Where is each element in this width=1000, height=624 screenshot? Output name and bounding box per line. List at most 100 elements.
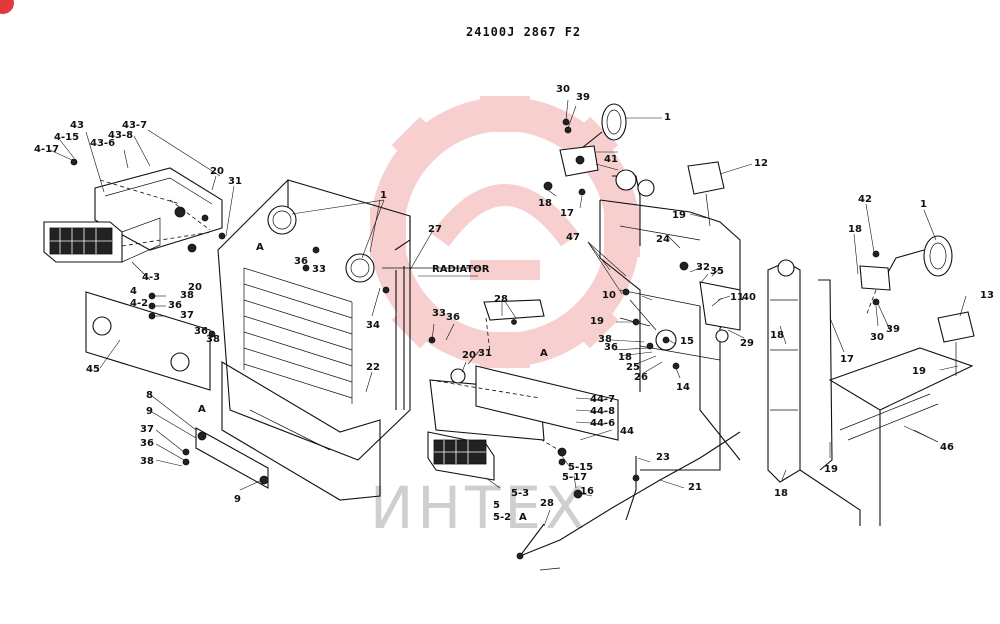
callout: 17 [840, 354, 854, 365]
callout: 16 [580, 486, 594, 497]
wire-harness [516, 431, 741, 571]
callout: 11 [730, 292, 744, 303]
callout: 18 [848, 224, 862, 235]
callout: 4 [130, 286, 137, 297]
callout: 18 [774, 488, 788, 499]
callout: 38 [180, 290, 194, 301]
callout: 37 [180, 310, 194, 321]
callout: 27 [428, 224, 442, 235]
callout: 36 [604, 342, 618, 353]
callout: 18 [538, 198, 552, 209]
callout: 19 [672, 210, 686, 221]
callout: 4-2 [130, 298, 148, 309]
callout: 15 [680, 336, 694, 347]
callout: 34 [366, 320, 380, 331]
callout: 20 [210, 166, 224, 177]
callout: 38 [598, 334, 612, 345]
callout: 18 [770, 330, 784, 341]
callout: 33 [312, 264, 326, 275]
callout: 31 [228, 176, 242, 187]
callout: 19 [912, 366, 926, 377]
callout: 8 [146, 390, 153, 401]
callout: 4-17 [34, 144, 59, 155]
callout: 31 [478, 348, 492, 359]
callout: 28 [540, 498, 554, 509]
rear-lamp-right-assembly [427, 299, 619, 499]
callout: 43-7 [122, 120, 147, 131]
callout: 39 [886, 324, 900, 335]
callout: 5-3 [511, 488, 529, 499]
work-lamp-upper [543, 103, 627, 196]
callout: 41 [604, 154, 618, 165]
callout: 21 [688, 482, 702, 493]
callout: 1 [920, 199, 927, 210]
callout: 36 [194, 326, 208, 337]
callout: 47 [566, 232, 580, 243]
callout: 32 [696, 262, 710, 273]
callout: 43-8 [108, 130, 133, 141]
callout: 40 [742, 292, 756, 303]
callout: 44-7 [590, 394, 615, 405]
callout: 35 [710, 266, 724, 277]
callout: 38 [206, 334, 220, 345]
callout: 20 [188, 282, 202, 293]
work-lamp-right [859, 235, 953, 306]
callout-numbers: 1 1 1 4 4-2 4-3 4-15 4-17 5 5-2 5-3 5-15… [34, 84, 994, 523]
callout: 38 [140, 456, 154, 467]
callout: 5-15 [568, 462, 593, 473]
callout: 4-15 [54, 132, 79, 143]
callout: 44-8 [590, 406, 615, 417]
callout: 12 [754, 158, 768, 169]
callout: 22 [366, 362, 380, 373]
assembly-lines [99, 179, 877, 453]
leader-lines [49, 99, 967, 527]
callout: 10 [602, 290, 616, 301]
callout: 19 [824, 464, 838, 475]
callout: 17 [560, 208, 574, 219]
callout: 37 [140, 424, 154, 435]
section-marker-a: A [256, 242, 264, 253]
callout: 9 [146, 406, 153, 417]
callout: 13 [980, 290, 994, 301]
callout: 44 [620, 426, 634, 437]
rear-lamp-left-assembly [43, 158, 269, 489]
callout: 5-17 [562, 472, 587, 483]
callout: 30 [870, 332, 884, 343]
rear-work-lamps [687, 161, 975, 376]
callout: 45 [86, 364, 100, 375]
watermark-text: ИНТЕХ [370, 474, 589, 542]
callout: 25 [626, 362, 640, 373]
callout: 39 [576, 92, 590, 103]
callout: 20 [462, 350, 476, 361]
callout: 28 [494, 294, 508, 305]
callout: 36 [446, 312, 460, 323]
callout: 4-3 [142, 272, 160, 283]
callout: 1 [380, 190, 387, 201]
corner-badge [0, 0, 14, 14]
section-marker-a: A [540, 348, 548, 359]
frame-and-mast [599, 169, 974, 526]
callout: 5-2 [493, 512, 511, 523]
callout: 14 [676, 382, 690, 393]
callout: 19 [590, 316, 604, 327]
callout: 36 [140, 438, 154, 449]
callout: 46 [940, 442, 954, 453]
radiator-housing [217, 179, 480, 501]
section-marker-a: A [519, 512, 527, 523]
callout: 24 [656, 234, 670, 245]
drawing-code: 24100J 2867 F2 [466, 25, 581, 39]
callout: 18 [618, 352, 632, 363]
radiator-label: RADIATOR [432, 264, 490, 275]
callout: 33 [432, 308, 446, 319]
callout: 9 [234, 494, 241, 505]
callout: 43 [70, 120, 84, 131]
section-marker-a: A [198, 404, 206, 415]
callout: 43-6 [90, 138, 115, 149]
callout: 44-6 [590, 418, 615, 429]
callout: 36 [168, 300, 182, 311]
callout: 5 [493, 500, 500, 511]
callout: 23 [656, 452, 670, 463]
callout: 42 [858, 194, 872, 205]
